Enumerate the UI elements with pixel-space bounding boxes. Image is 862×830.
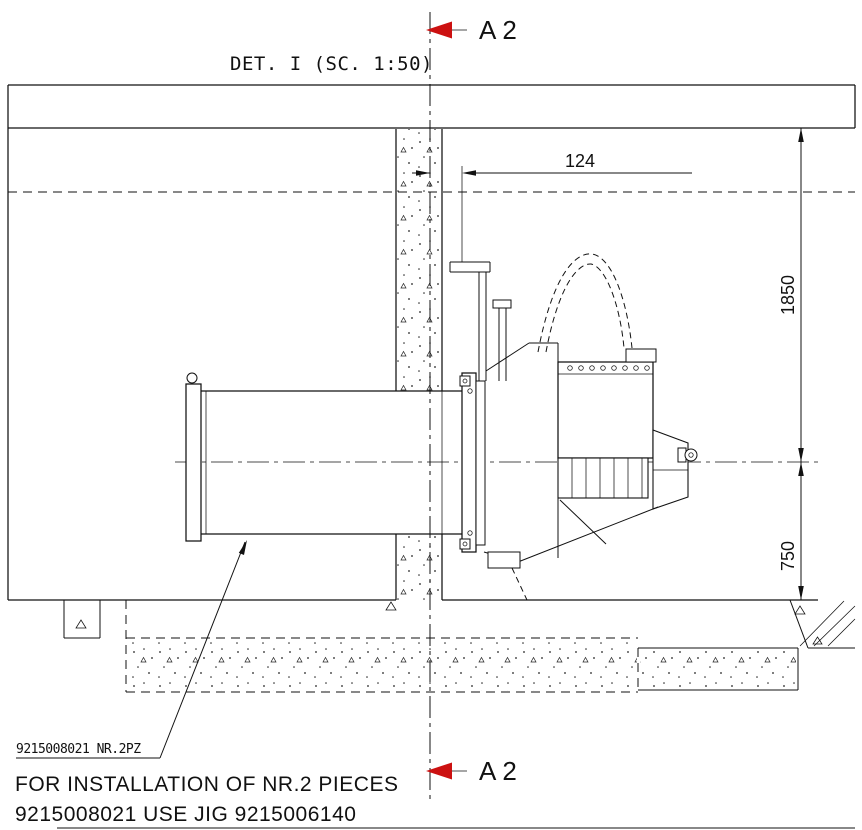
dimension-750-label: 750 xyxy=(778,541,798,571)
dimension-124: 124 xyxy=(412,151,692,262)
aggregate-mark xyxy=(385,601,397,611)
leader-callout: 9215008021 NR.2PZ xyxy=(16,540,247,759)
footing-hatch xyxy=(640,650,796,688)
burner-housing xyxy=(557,361,654,459)
note-line-1: FOR INSTALLATION OF NR.2 PIECES xyxy=(15,773,398,796)
section-marker-top: A2 xyxy=(426,15,523,45)
dimension-1850: 1850 xyxy=(778,128,804,462)
trench-hatch xyxy=(127,640,637,691)
flex-hose-inner xyxy=(545,263,625,353)
detail-title: DET. I (SC. 1:50) xyxy=(230,53,433,75)
note-line-2: 9215008021 USE JIG 9215006140 xyxy=(15,803,356,826)
lower-bracket xyxy=(487,551,521,569)
concrete-hatch-upper xyxy=(397,129,441,391)
bolt-top xyxy=(459,375,471,387)
flex-hose-outer xyxy=(537,253,633,353)
gas-manifold xyxy=(557,457,649,499)
fan-cone xyxy=(652,429,689,510)
mounting-plate xyxy=(461,372,477,553)
concrete-hatch-lower xyxy=(397,535,441,600)
lifting-lug xyxy=(186,372,198,384)
dim-arrow-right xyxy=(462,170,476,176)
backing-plate xyxy=(475,380,486,546)
dimension-124-label: 124 xyxy=(565,151,595,171)
rail-cap xyxy=(492,299,512,309)
section-label-bottom: A2 xyxy=(479,756,523,786)
burner-unit xyxy=(449,253,698,601)
section-cut-arrow-bottom xyxy=(426,762,452,780)
aggregate-mark xyxy=(75,619,87,629)
junction-box xyxy=(625,348,657,363)
part-number-label: 9215008021 NR.2PZ xyxy=(16,742,141,757)
annotations: DET. I (SC. 1:50) FOR INSTALLATION OF NR… xyxy=(15,53,433,826)
burner-tube xyxy=(185,372,462,542)
dimension-1850-label: 1850 xyxy=(778,275,798,315)
section-marker-bottom: A2 xyxy=(426,756,523,786)
section-cut-arrow-top xyxy=(426,21,452,39)
dim-arrow-left xyxy=(416,170,430,176)
bolt-bottom xyxy=(459,538,471,550)
section-label-top: A2 xyxy=(479,15,523,45)
leader-arrowhead xyxy=(238,540,247,555)
aggregate-mark xyxy=(794,605,806,615)
aggregate-mark xyxy=(812,636,823,645)
foundation xyxy=(8,599,856,693)
tube-flange xyxy=(185,383,202,542)
dimension-750: 750 xyxy=(766,462,818,601)
valve xyxy=(684,448,698,462)
wall-section xyxy=(395,129,443,600)
